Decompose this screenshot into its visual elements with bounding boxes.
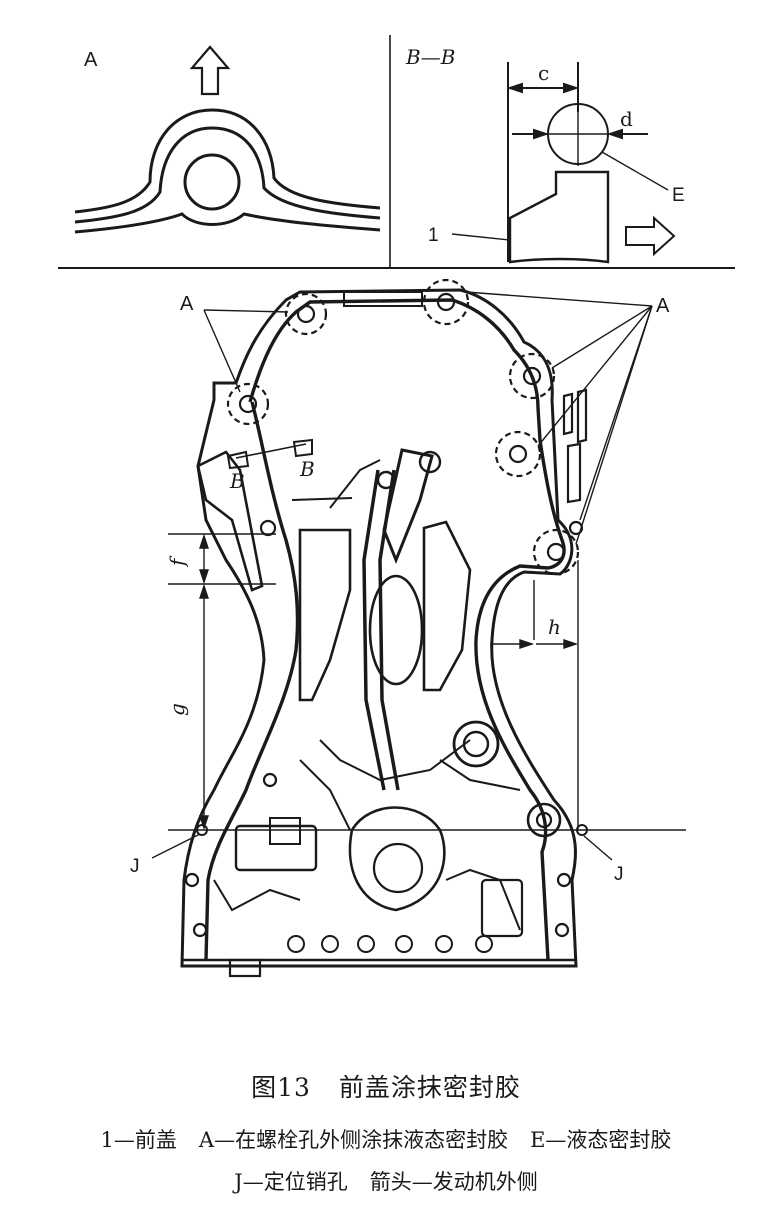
right-slots — [562, 388, 588, 504]
label-e: E — [672, 185, 685, 206]
label-d: d — [620, 107, 633, 131]
label-part-1: 1 — [428, 225, 439, 246]
sealant-area-a-1 — [284, 292, 328, 336]
label-j-left: J — [130, 856, 140, 877]
sealant-area-a-5 — [532, 528, 580, 576]
label-b-arrow: B — [299, 457, 315, 481]
sealant-area-a-6 — [226, 382, 270, 426]
crank-window — [368, 574, 424, 686]
tensioner-arm — [382, 448, 434, 565]
figure-title: 前盖涂抹密封胶 — [338, 1073, 521, 1102]
legend-line-1: 1—前盖 A—在螺栓孔外侧涂抹液态密封胶 E—液态密封胶 — [0, 1124, 772, 1154]
figure-caption: 图13 前盖涂抹密封胶 — [0, 1068, 772, 1104]
outward-arrow-right — [625, 215, 676, 257]
legend-e: E—液态密封胶 — [530, 1128, 672, 1152]
sensor-bracket — [234, 824, 318, 872]
sealant-area-a-2 — [422, 278, 470, 326]
flange-inner-line — [74, 126, 381, 224]
flange-outer-line — [74, 108, 381, 214]
detail-a: A — [74, 45, 381, 234]
label-h: h — [548, 615, 561, 639]
bottom-bosses — [287, 935, 493, 953]
legend-a: A—在螺栓孔外侧涂抹液态密封胶 — [198, 1128, 509, 1152]
sealing-groove — [248, 298, 566, 961]
section-bb: B—B c d E 1 — [405, 45, 685, 264]
sealant-area-a-3 — [508, 352, 556, 400]
idler-boss — [526, 802, 562, 838]
label-j-right: J — [614, 864, 624, 885]
detail-a-label: A — [84, 49, 98, 71]
label-a-right: A — [656, 295, 670, 317]
sealant-area-a-4 — [494, 430, 542, 478]
top-window — [343, 291, 423, 307]
label-f: f — [165, 555, 189, 568]
cover-outer-contour — [180, 288, 578, 968]
figure-number: 图13 — [251, 1073, 311, 1102]
oil-pan-mount — [228, 958, 262, 978]
legend-arrow: 箭头—发动机外侧 — [369, 1170, 538, 1194]
bolt-hole — [183, 153, 241, 211]
oil-pump-housing — [348, 806, 446, 912]
annotations: A A B B f g h J J — [130, 291, 686, 885]
water-pump-boss — [452, 720, 500, 768]
label-c: c — [538, 61, 549, 85]
legend-line-2: J—定位销孔箭头—发动机外侧 — [0, 1166, 772, 1196]
dowel-hole-right — [576, 824, 588, 836]
label-a-left: A — [180, 293, 194, 315]
front-cover-main-view — [180, 278, 588, 978]
figure-drawing: A B—B c d E — [58, 35, 735, 978]
dowel-hole-left — [196, 824, 208, 836]
right-guide-shoe — [422, 520, 472, 692]
chain-guide — [362, 469, 386, 791]
section-bb-title: B—B — [405, 45, 455, 69]
outward-arrow-up — [189, 45, 231, 96]
flange-lower-line — [74, 212, 381, 234]
label-g: g — [165, 703, 189, 716]
legend-part-1: 1—前盖 — [100, 1128, 177, 1152]
label-b-section: B — [229, 469, 245, 493]
left-guide-shoe — [298, 528, 352, 702]
legend-j: J—定位销孔 — [234, 1170, 348, 1194]
front-cover-section — [508, 170, 610, 264]
bolt-holes — [184, 292, 584, 938]
sealant-areas-a — [226, 278, 580, 576]
